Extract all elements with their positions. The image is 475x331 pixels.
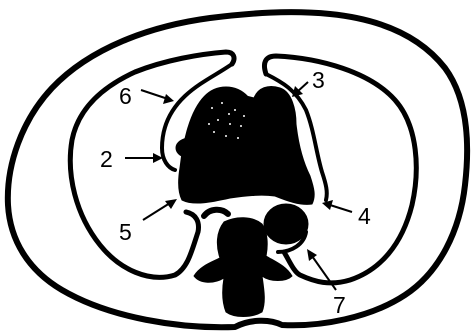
label-5: 5	[119, 219, 132, 245]
label-3: 3	[312, 67, 325, 93]
esophagus-hook	[204, 210, 228, 216]
arrowhead-6	[163, 94, 174, 104]
label-6: 6	[119, 83, 132, 109]
small-oval	[176, 138, 204, 158]
label-4: 4	[358, 203, 371, 229]
arrowhead-7	[307, 249, 317, 261]
label-2: 2	[100, 146, 113, 172]
round-structure	[195, 87, 257, 153]
arrow-4	[330, 205, 352, 212]
arrow-6	[141, 90, 168, 99]
arrow-5	[143, 203, 170, 220]
arrowhead-4	[322, 200, 333, 210]
label-7: 7	[333, 292, 346, 318]
descending-vessel	[264, 204, 308, 244]
